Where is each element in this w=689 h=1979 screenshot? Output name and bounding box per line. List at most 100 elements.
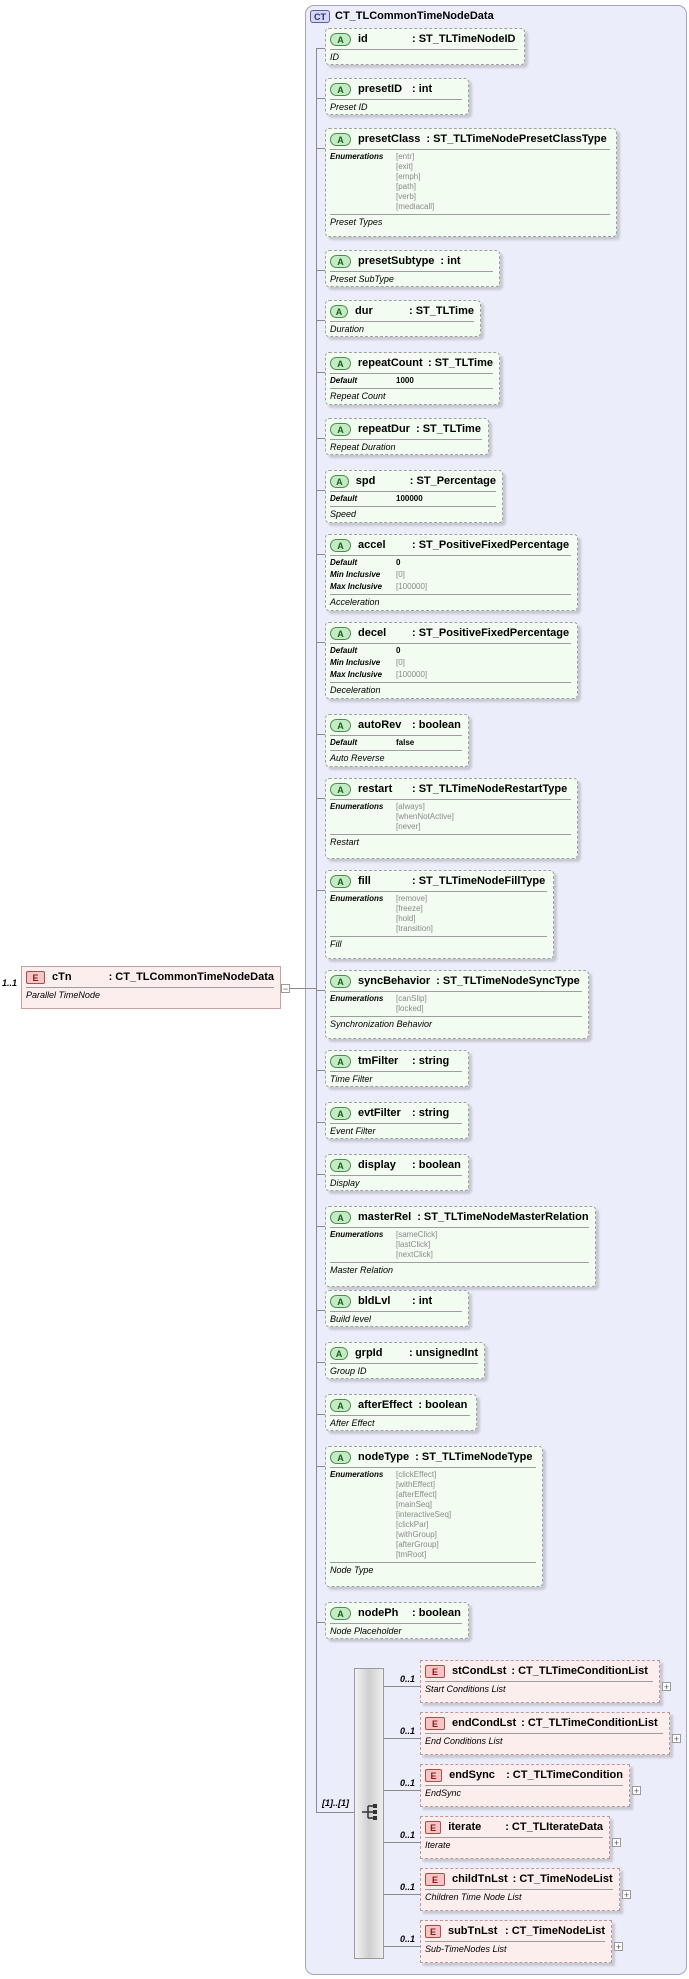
attribute-description: Repeat Count bbox=[330, 391, 386, 401]
attribute-connector bbox=[316, 1622, 325, 1623]
attribute-badge: A bbox=[330, 1606, 351, 1620]
facet-label: Enumerations bbox=[330, 1230, 384, 1239]
facet-row: Enumerations[clickEffect][withEffect][af… bbox=[326, 1468, 542, 1560]
attribute-badge: A bbox=[330, 974, 351, 988]
facet-value: [transition] bbox=[396, 924, 433, 933]
attribute-badge: A bbox=[330, 626, 351, 640]
facet-value: [lastClick] bbox=[396, 1240, 431, 1249]
child-connector bbox=[384, 1686, 420, 1687]
facet-row: Enumerations[canSlip][locked] bbox=[326, 992, 588, 1014]
separator bbox=[425, 1681, 653, 1682]
attribute-name: presetID bbox=[358, 83, 403, 95]
separator bbox=[330, 149, 610, 150]
attribute-type: : int bbox=[440, 255, 461, 267]
attribute-connector bbox=[316, 490, 325, 491]
child-element-name: iterate bbox=[448, 1821, 482, 1833]
expand-toggle[interactable]: + bbox=[672, 1734, 681, 1744]
root-collapse-toggle[interactable]: − bbox=[281, 984, 290, 994]
attribute-badge: A bbox=[330, 1346, 348, 1360]
expand-toggle[interactable]: + bbox=[632, 1786, 641, 1796]
attribute-connector bbox=[316, 148, 325, 149]
attribute-connector bbox=[316, 1362, 325, 1363]
separator bbox=[330, 271, 493, 272]
sequence-compositor[interactable] bbox=[354, 1668, 384, 1959]
facet-label: Min Inclusive bbox=[330, 658, 381, 667]
attribute-badge: A bbox=[330, 1158, 351, 1172]
attribute-type: : ST_TLTimeNodeType bbox=[415, 1451, 533, 1463]
attribute-name: syncBehavior bbox=[358, 975, 431, 987]
attribute-connector bbox=[316, 1174, 325, 1175]
attribute-description: Time Filter bbox=[330, 1074, 373, 1084]
facet-values: [entr][exit][emph][path][verb][mediacall… bbox=[396, 152, 434, 212]
facet-label: Enumerations bbox=[330, 994, 384, 1003]
attribute-type: : ST_TLTime bbox=[415, 423, 481, 435]
expand-toggle[interactable]: + bbox=[612, 1838, 621, 1848]
facet-values: [0] bbox=[396, 658, 405, 668]
attribute-badge: A bbox=[330, 1398, 351, 1412]
separator bbox=[330, 1467, 536, 1468]
attribute-type: : ST_TLTimeNodeRestartType bbox=[412, 783, 568, 795]
child-element-type: : CT_TLIterateData bbox=[505, 1821, 603, 1833]
child-connector bbox=[384, 1946, 420, 1947]
facet-value: [never] bbox=[396, 822, 421, 831]
child-element-type: : CT_TLTimeCondition bbox=[506, 1769, 623, 1781]
separator bbox=[330, 99, 462, 100]
attribute-type: : ST_PositiveFixedPercentage bbox=[412, 539, 570, 551]
separator bbox=[330, 1123, 462, 1124]
facet-row: Enumerations[remove][freeze][hold][trans… bbox=[326, 892, 553, 934]
root-element-cTn[interactable]: E cTn : CT_TLCommonTimeNodeData Parallel… bbox=[21, 966, 281, 1009]
attribute-badge: A bbox=[330, 356, 351, 370]
separator bbox=[330, 1227, 589, 1228]
facet-value: [100000] bbox=[396, 670, 428, 679]
facet-label: Min Inclusive bbox=[330, 570, 381, 579]
expand-toggle[interactable]: + bbox=[662, 1682, 671, 1692]
facet-value: 0 bbox=[396, 558, 401, 567]
facet-label: Default bbox=[330, 646, 358, 655]
attribute-trunk-line bbox=[316, 48, 317, 1812]
attribute-type: : boolean bbox=[412, 1607, 461, 1619]
attribute-badge: A bbox=[330, 32, 351, 46]
expand-toggle[interactable]: + bbox=[614, 1942, 623, 1952]
child-element-description: Children Time Node List bbox=[425, 1892, 522, 1902]
facet-value: [hold] bbox=[396, 914, 416, 923]
child-element-name: endSync bbox=[449, 1769, 495, 1781]
facet-value: [emph] bbox=[396, 172, 421, 181]
expand-toggle[interactable]: + bbox=[622, 1890, 631, 1900]
facet-value: [mediacall] bbox=[396, 202, 435, 211]
